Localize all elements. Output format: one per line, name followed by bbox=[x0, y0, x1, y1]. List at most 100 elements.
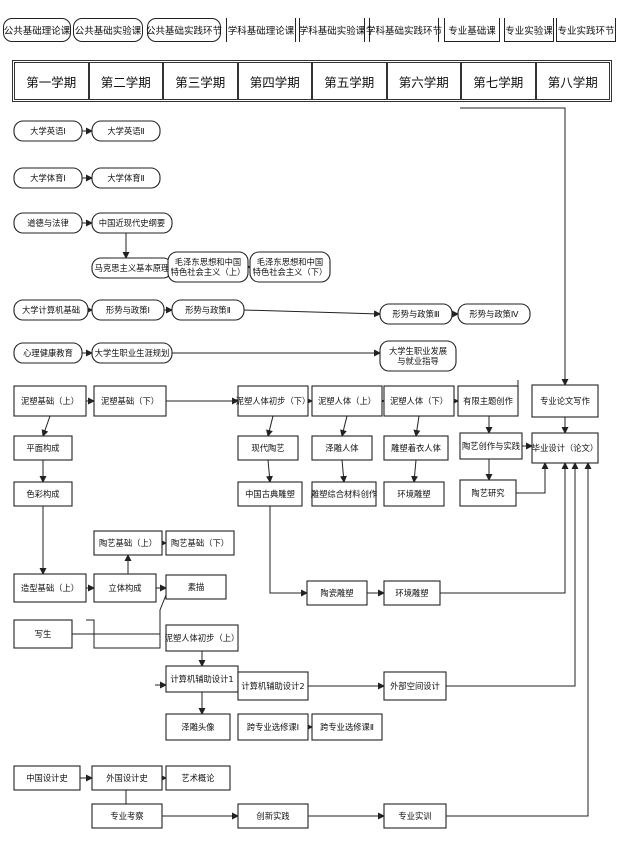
flow-arrow bbox=[340, 415, 348, 437]
course-label: 泥塑人体初步（下） bbox=[236, 396, 311, 406]
semester-6: 第六学期 bbox=[386, 62, 461, 100]
course-label: 跨专业选修课Ⅰ bbox=[247, 722, 299, 732]
course-label: 陶艺研究 bbox=[471, 488, 504, 498]
course-label: 平面构成 bbox=[26, 443, 59, 453]
course-label: 环境雕塑 bbox=[395, 588, 428, 598]
course-box bbox=[91, 167, 161, 189]
course-box bbox=[93, 385, 167, 417]
course-label: 外部空间设计 bbox=[390, 681, 440, 691]
course-node-tcds: 陶瓷雕塑 bbox=[306, 580, 368, 606]
course-label: 专业论文写作 bbox=[540, 396, 590, 406]
course-label: 陶艺基础（上） bbox=[99, 538, 157, 548]
course-label: 泥塑人体（上） bbox=[318, 396, 376, 406]
course-label: 艺术概论 bbox=[181, 773, 215, 783]
course-box bbox=[311, 385, 383, 417]
course-box bbox=[165, 713, 231, 741]
course-label: 陶瓷雕塑 bbox=[320, 588, 353, 598]
course-label: 毛泽东思想和中国 bbox=[257, 257, 323, 267]
course-node-yy2: 大学英语Ⅱ bbox=[91, 120, 161, 142]
semester-5: 第五学期 bbox=[312, 62, 387, 100]
course-node-zgjd: 中国近现代史纲要 bbox=[91, 212, 173, 234]
course-node-dd: 道德与法律 bbox=[13, 212, 83, 234]
course-box bbox=[379, 303, 453, 325]
course-box bbox=[311, 435, 373, 461]
course-box bbox=[457, 303, 531, 325]
course-box bbox=[13, 212, 83, 234]
course-box bbox=[13, 573, 87, 603]
course-box bbox=[165, 765, 231, 791]
semester-2: 第二学期 bbox=[88, 62, 163, 100]
course-box bbox=[237, 481, 303, 507]
course-label: 陶艺创作与实践 bbox=[462, 441, 520, 451]
legend-item-9: 专业实践环节 bbox=[556, 18, 616, 42]
course-label: 形势与政策Ⅱ bbox=[185, 305, 231, 315]
course-box bbox=[93, 530, 163, 556]
legend-item-5: 学科基础实验课 bbox=[299, 18, 365, 42]
course-node-tyyj: 陶艺研究 bbox=[459, 479, 517, 507]
course-box bbox=[13, 342, 83, 364]
course-node-ns_rt1: 泥塑人体初步（下） bbox=[236, 385, 311, 417]
semester-3: 第三学期 bbox=[163, 62, 238, 100]
course-node-tyjc2: 陶艺基础（下） bbox=[165, 530, 235, 556]
course-label: 专业实训 bbox=[398, 811, 431, 821]
legend-item-8: 专业实验课 bbox=[504, 18, 554, 42]
course-label: 雕塑着衣人体 bbox=[391, 443, 441, 453]
course-label: 大学生职业发展 bbox=[389, 346, 447, 356]
flow-arrow bbox=[265, 459, 273, 483]
course-node-xs2: 形势与政策Ⅱ bbox=[171, 299, 245, 321]
course-node-mks: 马克思主义基本原理 bbox=[91, 257, 173, 279]
course-box bbox=[306, 580, 368, 606]
course-node-xs4: 形势与政策Ⅳ bbox=[457, 303, 531, 325]
course-box bbox=[91, 299, 165, 321]
course-box bbox=[237, 385, 309, 417]
course-label: 马克思主义基本原理 bbox=[95, 263, 170, 273]
course-label: 大学英语Ⅰ bbox=[30, 126, 66, 136]
course-node-zykc: 专业考察 bbox=[91, 803, 163, 829]
course-label: 形势与政策Ⅳ bbox=[469, 309, 518, 319]
course-label: 素描 bbox=[188, 582, 205, 592]
course-box bbox=[13, 385, 87, 417]
course-box bbox=[91, 120, 161, 142]
course-node-nsjc1: 泥塑基础（上） bbox=[13, 385, 87, 417]
course-box bbox=[383, 671, 447, 701]
course-box bbox=[165, 574, 227, 600]
course-box bbox=[91, 765, 163, 791]
course-box bbox=[91, 342, 173, 364]
course-box bbox=[459, 479, 517, 507]
course-label: 跨专业选修课Ⅱ bbox=[320, 722, 374, 732]
course-node-zysx: 专业实训 bbox=[383, 803, 447, 829]
course-label: 外国设计史 bbox=[106, 773, 148, 783]
course-node-xs3: 形势与政策Ⅲ bbox=[379, 303, 453, 325]
course-box bbox=[383, 385, 455, 417]
course-label: 造型基础（上） bbox=[21, 583, 79, 593]
course-box bbox=[237, 803, 309, 829]
course-node-wgsj: 外国设计史 bbox=[91, 765, 163, 791]
course-node-nsjc2: 泥塑基础（下） bbox=[93, 385, 167, 417]
course-label: 泥塑基础（上） bbox=[21, 396, 79, 406]
course-box bbox=[13, 120, 83, 142]
course-node-lw: 专业论文写作 bbox=[531, 384, 599, 418]
course-node-yy1: 大学英语Ⅰ bbox=[13, 120, 83, 142]
course-label: 中国近现代史纲要 bbox=[99, 218, 165, 228]
course-node-jsj2: 计算机辅助设计2 bbox=[237, 671, 309, 701]
course-node-tycz: 陶艺创作与实践 bbox=[459, 432, 523, 460]
flow-arrow bbox=[446, 462, 579, 687]
course-node-jsj1: 计算机辅助设计1 bbox=[165, 665, 239, 693]
course-label: 计算机辅助设计2 bbox=[241, 681, 304, 691]
legend-item-3: 公共基础实践环节 bbox=[146, 18, 222, 42]
course-node-zxjc: 造型基础（上） bbox=[13, 573, 87, 603]
flow-arrow bbox=[446, 462, 592, 817]
course-box bbox=[165, 624, 239, 652]
course-label: 中国设计史 bbox=[26, 773, 68, 783]
course-label: 现代陶艺 bbox=[251, 443, 284, 453]
flow-arrow bbox=[266, 415, 274, 437]
semester-7: 第七学期 bbox=[461, 62, 536, 100]
course-node-zygh: 大学生职业生涯规划 bbox=[91, 342, 173, 364]
course-node-zggd: 中国古典雕塑 bbox=[237, 481, 303, 507]
flow-arrow bbox=[411, 459, 419, 483]
course-node-ns_rt3: 泥塑人体（下） bbox=[383, 385, 455, 417]
course-box bbox=[457, 385, 519, 417]
course-node-hjds1: 环境雕塑 bbox=[383, 481, 445, 507]
course-node-sc: 色彩构成 bbox=[13, 481, 73, 507]
course-label: 创新实践 bbox=[256, 811, 289, 821]
